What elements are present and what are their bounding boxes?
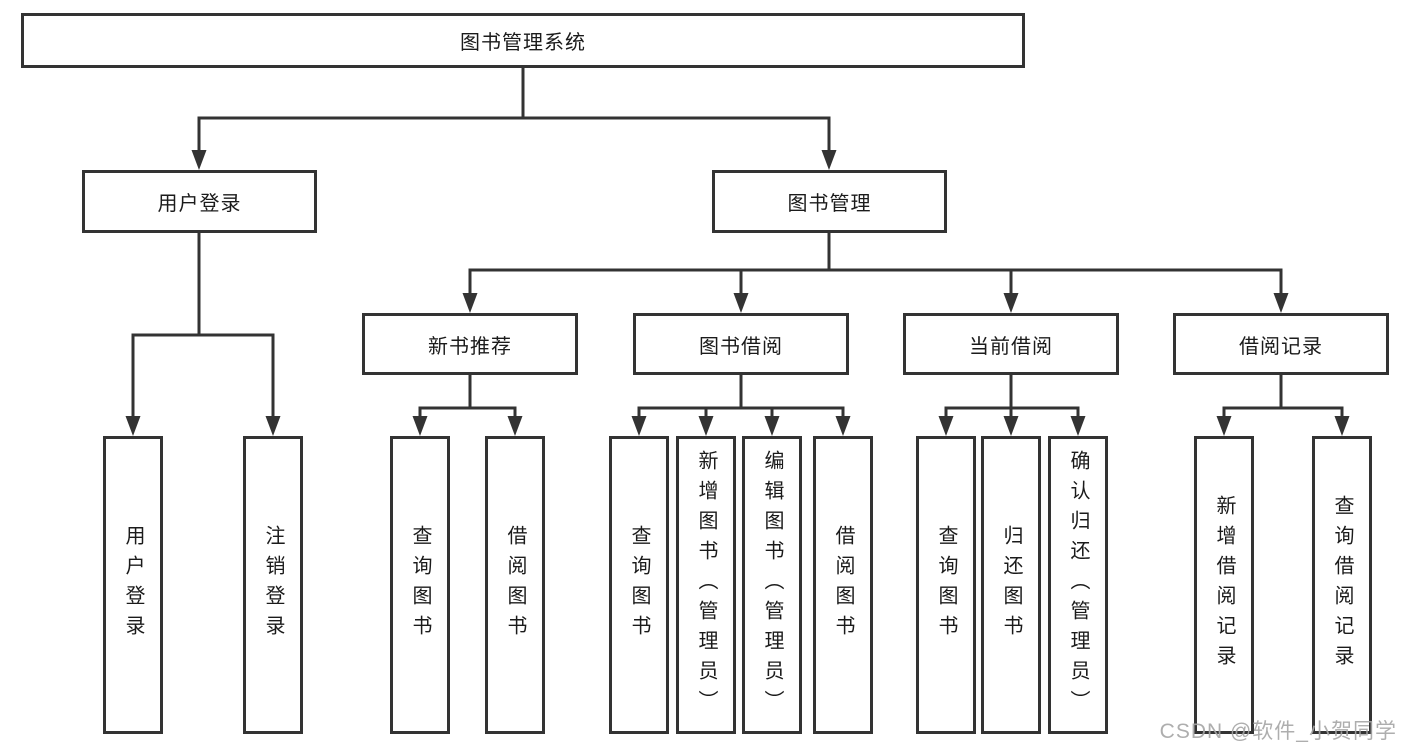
arrow-down-icon [507, 416, 523, 436]
leaf-br-query-record-label: 查询借阅记录 [1331, 495, 1353, 675]
leaf-bb-edit-books: 编辑图书（管理员） [742, 436, 802, 734]
leaf-nbr-borrow-books-label: 借阅图书 [504, 525, 526, 645]
leaf-bb-borrow-books-label: 借阅图书 [832, 525, 854, 645]
arrow-down-icon [1334, 416, 1350, 436]
leaf-cb-return-books: 归还图书 [981, 436, 1041, 734]
leaf-br-query-record: 查询借阅记录 [1312, 436, 1372, 734]
arrow-down-icon [1003, 293, 1019, 313]
node-new-book-recommendation: 新书推荐 [362, 313, 578, 375]
node-new-book-recommendation-label: 新书推荐 [428, 335, 512, 358]
node-current-borrowing: 当前借阅 [903, 313, 1119, 375]
node-user-login-label: 用户登录 [157, 193, 242, 215]
leaf-bb-query-books: 查询图书 [609, 436, 669, 734]
leaf-cb-confirm-return-label: 确认归还（管理员） [1067, 450, 1089, 720]
arrow-down-icon [835, 416, 851, 436]
arrow-down-icon [191, 150, 207, 170]
leaf-bb-add-books: 新增图书（管理员） [676, 436, 736, 734]
leaf-cb-query-books: 查询图书 [916, 436, 976, 734]
leaf-bb-add-books-label: 新增图书（管理员） [695, 450, 717, 720]
node-book-borrowing-label: 图书借阅 [699, 335, 783, 358]
leaf-cb-confirm-return: 确认归还（管理员） [1048, 436, 1108, 734]
arrow-down-icon [821, 150, 837, 170]
arrow-down-icon [733, 293, 749, 313]
csdn-watermark: CSDN @软件_小贺同学 [1159, 720, 1397, 743]
leaf-cb-query-books-label: 查询图书 [935, 525, 957, 645]
arrow-down-icon [125, 416, 141, 436]
arrow-down-icon [631, 416, 647, 436]
arrow-down-icon [698, 416, 714, 436]
node-user-login: 用户登录 [82, 170, 317, 233]
leaf-bb-edit-books-label: 编辑图书（管理员） [761, 450, 783, 720]
node-root: 图书管理系统 [21, 13, 1025, 68]
arrow-down-icon [764, 416, 780, 436]
node-book-management: 图书管理 [712, 170, 947, 233]
leaf-logout: 注销登录 [243, 436, 303, 734]
arrow-down-icon [1216, 416, 1232, 436]
leaf-user-login: 用户登录 [103, 436, 163, 734]
leaf-bb-borrow-books: 借阅图书 [813, 436, 873, 734]
leaf-logout-label: 注销登录 [262, 525, 284, 645]
node-root-label: 图书管理系统 [460, 32, 586, 54]
node-borrowing-records-label: 借阅记录 [1239, 335, 1323, 358]
arrow-down-icon [265, 416, 281, 436]
node-borrowing-records: 借阅记录 [1173, 313, 1389, 375]
leaf-nbr-borrow-books: 借阅图书 [485, 436, 545, 734]
arrow-down-icon [1003, 416, 1019, 436]
arrow-down-icon [938, 416, 954, 436]
leaf-br-add-record-label: 新增借阅记录 [1213, 495, 1235, 675]
leaf-nbr-query-books: 查询图书 [390, 436, 450, 734]
leaf-cb-return-books-label: 归还图书 [1000, 525, 1022, 645]
arrowheads [125, 150, 1350, 436]
node-book-management-label: 图书管理 [787, 193, 872, 215]
leaf-nbr-query-books-label: 查询图书 [409, 525, 431, 645]
arrow-down-icon [1273, 293, 1289, 313]
node-book-borrowing: 图书借阅 [633, 313, 849, 375]
leaf-bb-query-books-label: 查询图书 [628, 525, 650, 645]
arrow-down-icon [1070, 416, 1086, 436]
node-current-borrowing-label: 当前借阅 [969, 335, 1053, 358]
arrow-down-icon [412, 416, 428, 436]
leaf-user-login-label: 用户登录 [122, 525, 144, 645]
leaf-br-add-record: 新增借阅记录 [1194, 436, 1254, 734]
arrow-down-icon [462, 293, 478, 313]
